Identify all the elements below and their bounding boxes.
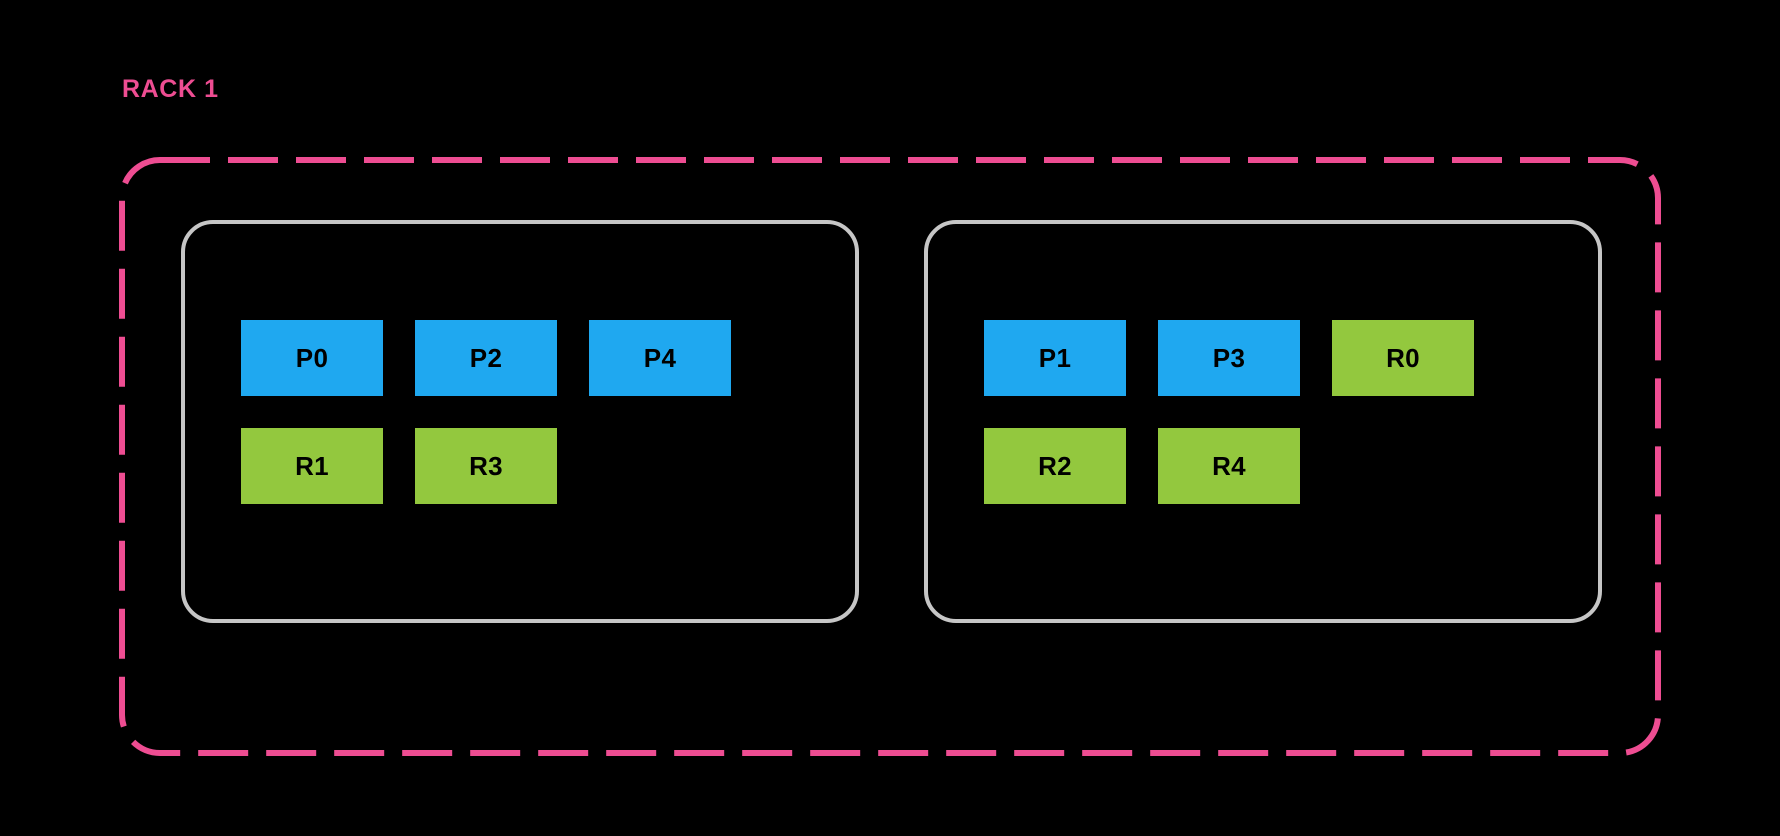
slot-r1[interactable]: R1 (241, 428, 383, 504)
slot-r4[interactable]: R4 (1158, 428, 1300, 504)
slot-p4[interactable]: P4 (589, 320, 731, 396)
slot-r0[interactable]: R0 (1332, 320, 1474, 396)
slot-p3[interactable]: P3 (1158, 320, 1300, 396)
node-1-row-1: P0 P2 P4 (185, 320, 855, 396)
node-2-row-2: R2 R4 (928, 428, 1598, 504)
slot-r2[interactable]: R2 (984, 428, 1126, 504)
slot-empty-node-1 (589, 428, 731, 504)
node-1-row-2: R1 R3 (185, 428, 855, 504)
slot-r3[interactable]: R3 (415, 428, 557, 504)
slot-p1[interactable]: P1 (984, 320, 1126, 396)
rack-label: RACK 1 (122, 75, 219, 103)
node-node-1: P0 P2 P4 R1 R3 (181, 220, 859, 623)
slot-p2[interactable]: P2 (415, 320, 557, 396)
node-2-row-1: P1 P3 R0 (928, 320, 1598, 396)
slot-empty-node-2 (1332, 428, 1474, 504)
node-node-2: P1 P3 R0 R2 R4 (924, 220, 1602, 623)
slot-p0[interactable]: P0 (241, 320, 383, 396)
